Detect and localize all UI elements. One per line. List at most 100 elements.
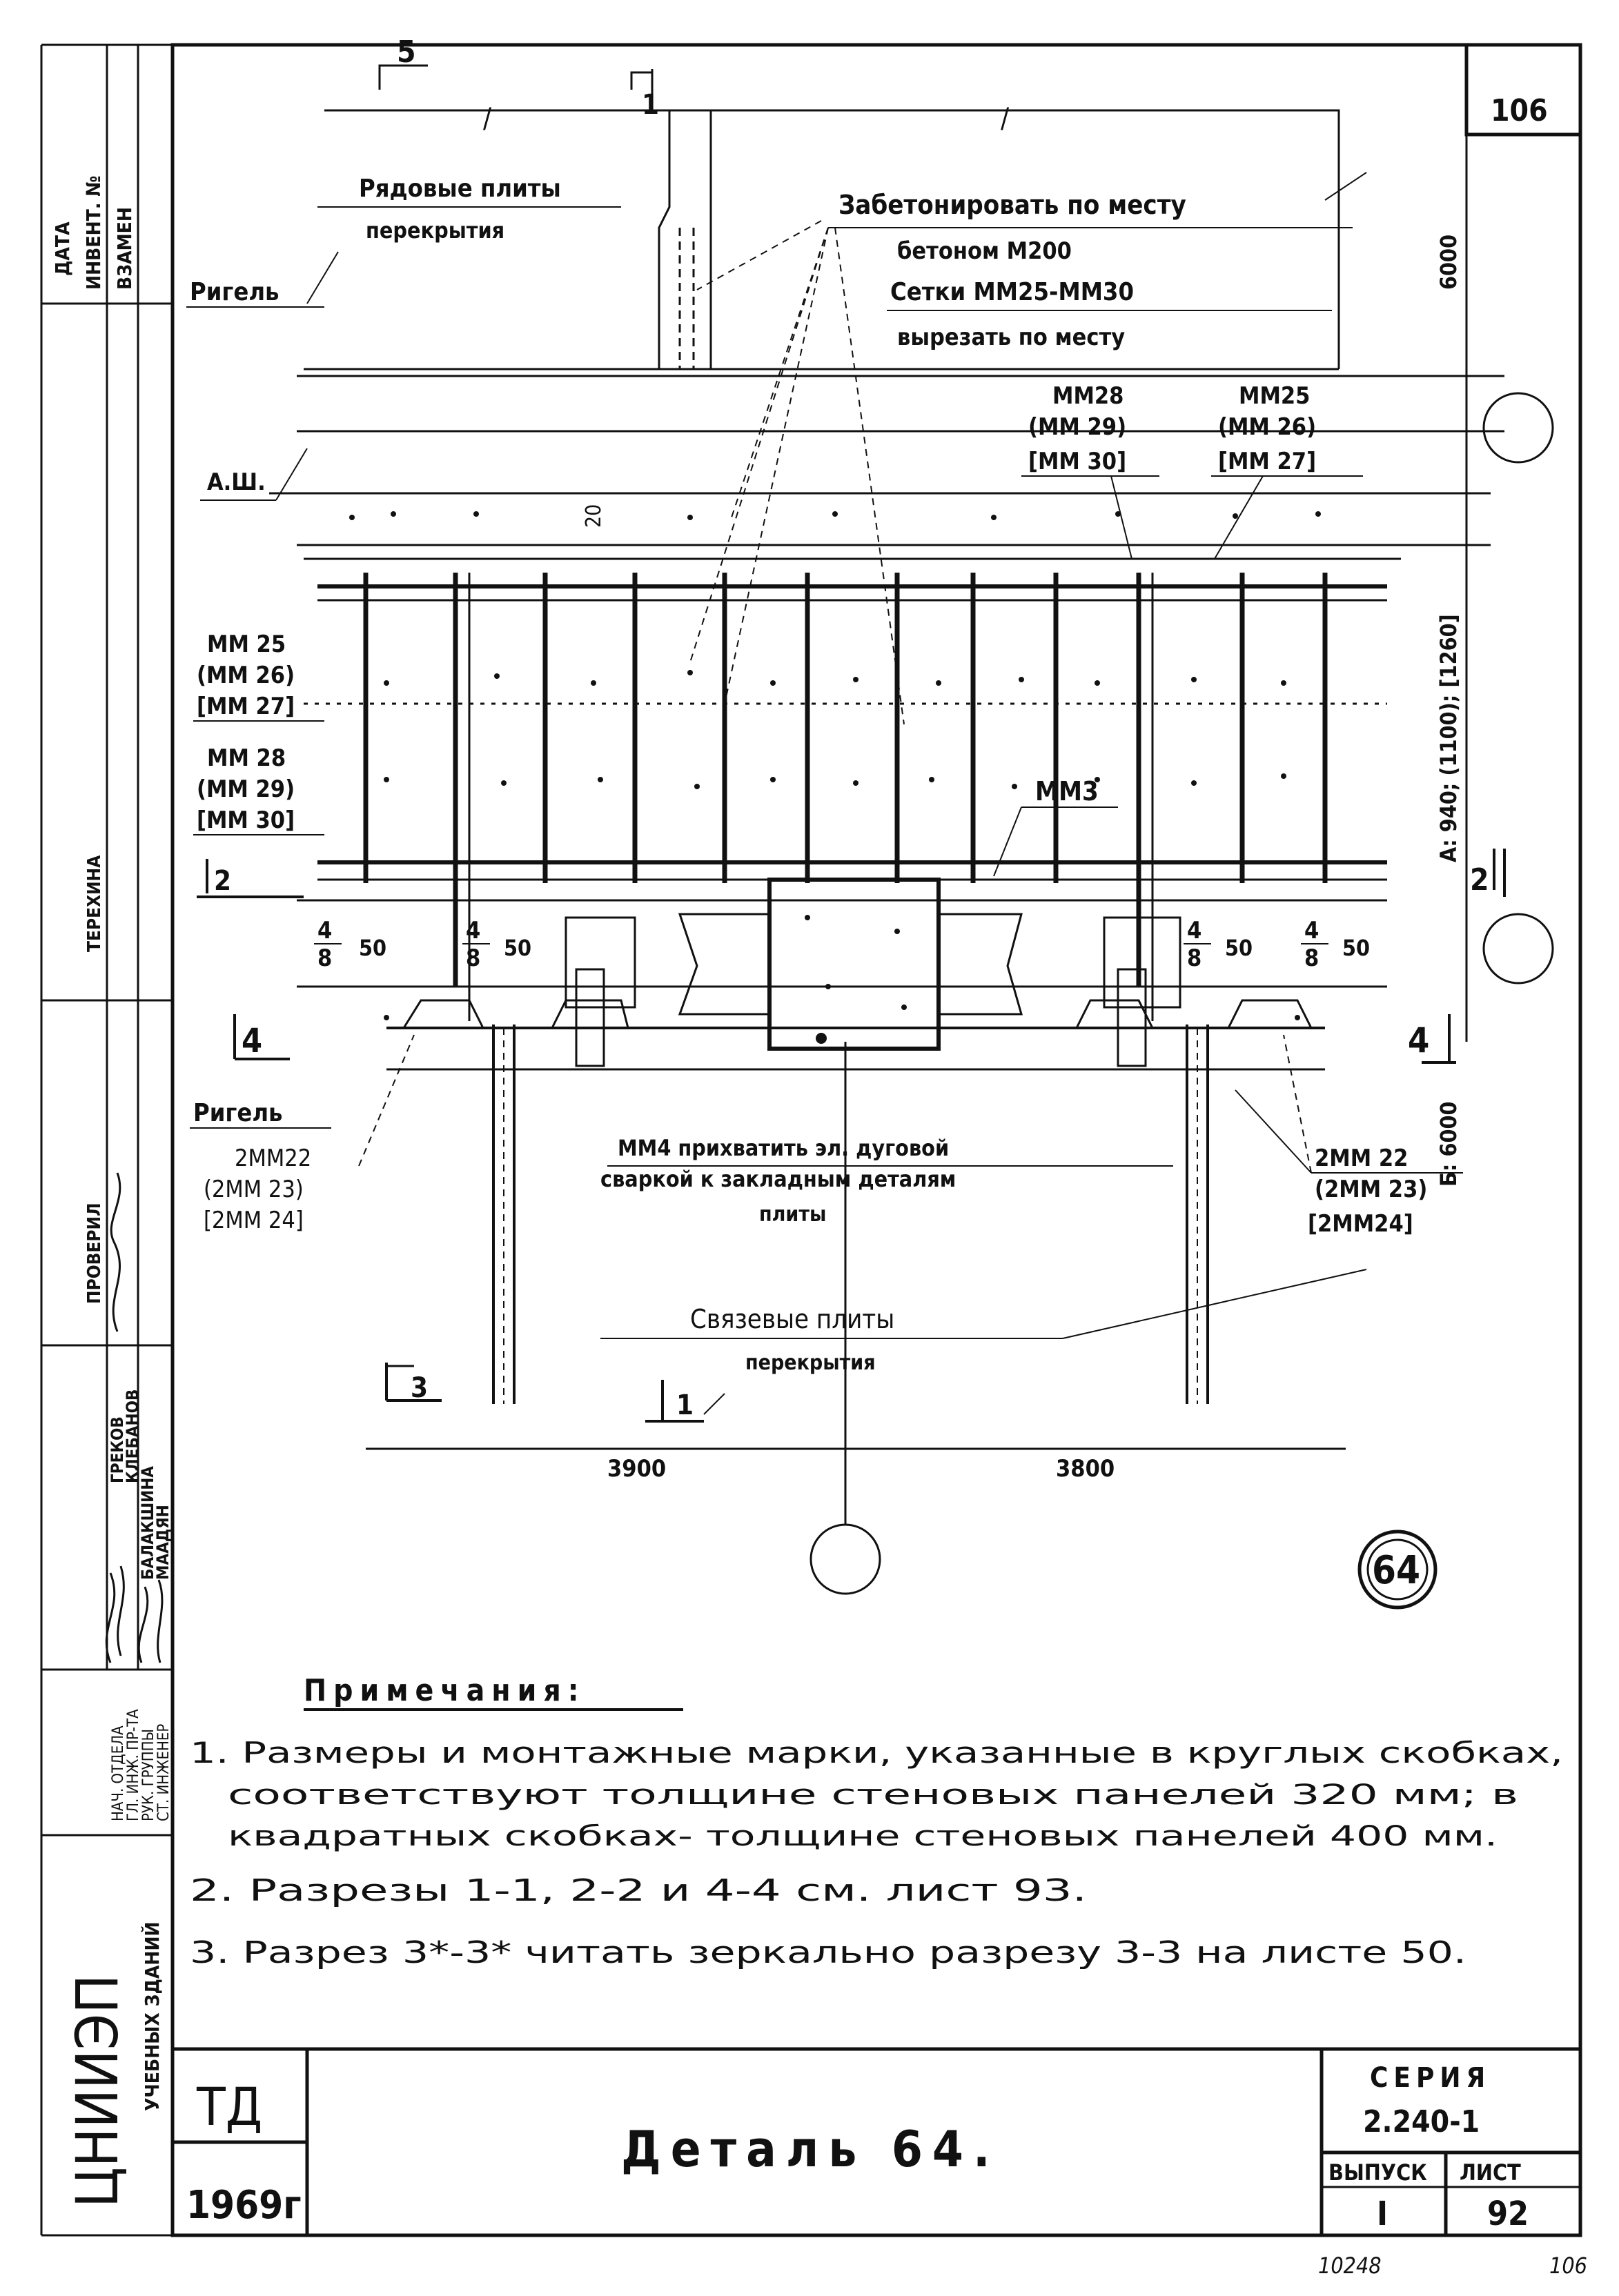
weld3-len: 50 bbox=[1225, 935, 1253, 961]
section-mark-4-right: 4 bbox=[1408, 1020, 1429, 1060]
note-2: 2. Разрезы 1-1, 2-2 и 4-4 см. лист 93. bbox=[190, 1873, 1087, 1908]
label-a-sh: А.Ш. bbox=[207, 468, 266, 496]
stamp-data: ДАТА bbox=[51, 221, 74, 276]
list-value: 92 bbox=[1487, 2195, 1529, 2233]
label-left-mm22-b: (2ММ 23) bbox=[204, 1176, 304, 1203]
section-mark-1b: 1 bbox=[676, 1389, 694, 1421]
sheet-id-top: 106 bbox=[1491, 93, 1548, 128]
weld1-len: 50 bbox=[359, 935, 386, 961]
top-slabs bbox=[269, 64, 1504, 560]
label-left-mm22-a: 2ММ22 bbox=[235, 1145, 311, 1172]
dim-20: 20 bbox=[582, 504, 606, 528]
left-binding-strip bbox=[40, 43, 173, 2237]
stamp-balakshina: БАЛАКШИНА bbox=[138, 1466, 157, 1580]
label-top-mm28-c: [ММ 30] bbox=[1028, 448, 1126, 475]
weld4-len: 50 bbox=[1342, 935, 1370, 961]
side-stamp: ДАТА ИНВЕНТ. № ВЗАМЕН ТЕРЕХИНА ПРОВЕРИЛ … bbox=[51, 176, 173, 2208]
label-mm4-3: плиты bbox=[759, 1203, 826, 1227]
title-year: 1969г bbox=[186, 2183, 302, 2228]
label-left-mm25-a: ММ 25 bbox=[207, 631, 286, 658]
drawing-title: Деталь 64. bbox=[621, 2120, 1000, 2178]
notes-block: Примечания: 1. Размеры и монтажные марки… bbox=[190, 1673, 1563, 1970]
label-left-mm22-c: [2ММ 24] bbox=[204, 1207, 304, 1234]
label-mm3: ММ3 bbox=[1035, 776, 1099, 806]
stamp-nach-otdela: НАЧ. ОТДЕЛА bbox=[110, 1725, 127, 1821]
stamp-terekhina: ТЕРЕХИНА bbox=[84, 855, 105, 952]
signatures bbox=[105, 1172, 164, 1663]
label-left-mm25-b: (ММ 26) bbox=[197, 662, 295, 689]
label-rigel-left: Ригель bbox=[193, 1099, 283, 1127]
note-1-line-3: квадратных скобках- толщине стеновых пан… bbox=[228, 1821, 1498, 1852]
label-top-mm25-c: [ММ 27] bbox=[1218, 448, 1316, 475]
label-svyaz-2: перекрытия bbox=[745, 1351, 876, 1375]
weld2-num: 4 bbox=[466, 917, 480, 944]
label-ryadovye-2: перекрытия bbox=[366, 217, 504, 244]
stamp-ruk-gruppy: РУК. ГРУППЫ bbox=[140, 1729, 157, 1821]
detail-number-badge: 64 bbox=[1357, 1530, 1438, 1610]
dim-a: А: 940; (1100); [1260] bbox=[1435, 614, 1462, 862]
weld1-num: 4 bbox=[317, 917, 332, 944]
weld2-den: 8 bbox=[466, 944, 480, 972]
concrete-hatch bbox=[349, 511, 1321, 1020]
weld4-den: 8 bbox=[1304, 944, 1319, 972]
weld3-num: 4 bbox=[1187, 917, 1201, 944]
right-labels: 6000 А: 940; (1100); [1260] 2 4 Б: 6000 … bbox=[1235, 135, 1554, 1238]
list-label: ЛИСТ bbox=[1460, 2159, 1521, 2186]
label-zabeton-2: бетоном М200 bbox=[897, 237, 1072, 265]
stamp-klebanov: КЛЕБАНОВ bbox=[123, 1389, 142, 1483]
label-top-mm25-b: (ММ 26) bbox=[1218, 413, 1316, 441]
title-td: ТД bbox=[196, 2076, 262, 2137]
label-svyaz-1: Связевые плиты bbox=[690, 1304, 894, 1334]
title-block bbox=[173, 2047, 1580, 2235]
label-zabeton-4: вырезать по месту bbox=[897, 324, 1125, 351]
label-top-mm25-a: ММ25 bbox=[1239, 382, 1310, 410]
top-labels: Рядовые плиты перекрытия Ригель Забетони… bbox=[186, 172, 1367, 725]
section-mark-2-right: 2 bbox=[1470, 862, 1489, 898]
label-mm4-2: сваркой к закладным деталям bbox=[600, 1166, 956, 1192]
section-mark-3: 3 bbox=[411, 1372, 428, 1404]
footer-right: 106 bbox=[1549, 2253, 1587, 2279]
stamp-inv: ИНВЕНТ. № bbox=[82, 176, 105, 290]
org-name-large: ЦНИИЭП bbox=[63, 1975, 131, 2208]
footer-left: 10248 bbox=[1318, 2253, 1382, 2279]
rebar-cage bbox=[297, 573, 1387, 1404]
dim-right-3800: 3800 bbox=[1056, 1455, 1115, 1483]
label-ryadovye-1: Рядовые плиты bbox=[359, 175, 561, 203]
stamp-gl-inzh: ГЛ. ИНЖ. ПР-ТА bbox=[125, 1709, 142, 1821]
weld3-den: 8 bbox=[1187, 944, 1201, 972]
stamp-proveril: ПРОВЕРИЛ bbox=[84, 1203, 105, 1304]
section-mark-2-left: 2 bbox=[214, 865, 231, 897]
dim-left-3900: 3900 bbox=[607, 1455, 666, 1483]
section-mark-5: 5 bbox=[397, 34, 416, 70]
seria-label: СЕРИЯ bbox=[1370, 2062, 1491, 2094]
weld2-len: 50 bbox=[504, 935, 531, 961]
note-1-line-2: соответствуют толщине стеновых панелей 3… bbox=[228, 1779, 1518, 1811]
detail-number: 64 bbox=[1372, 1548, 1420, 1593]
label-right-mm22-a: 2ММ 22 bbox=[1315, 1145, 1408, 1172]
section-mark-4-left: 4 bbox=[242, 1022, 262, 1060]
label-rigel-top: Ригель bbox=[190, 278, 279, 306]
dim-b: Б: 6000 bbox=[1435, 1101, 1462, 1187]
dim-6000-top: 6000 bbox=[1435, 235, 1462, 290]
label-left-mm28-c: [ММ 30] bbox=[197, 806, 295, 834]
org-name-small: УЧЕБНЫХ ЗДАНИЙ bbox=[140, 1921, 164, 2111]
label-left-mm28-b: (ММ 29) bbox=[197, 775, 295, 803]
vypusk-label: ВЫПУСК bbox=[1328, 2159, 1427, 2186]
weld1-den: 8 bbox=[317, 944, 332, 972]
center-labels: ММ3 ММ4 прихватить эл. дуговой сваркой к… bbox=[366, 776, 1367, 1595]
label-left-mm25-c: [ММ 27] bbox=[197, 693, 295, 720]
break-mark-right: / bbox=[1001, 103, 1010, 135]
weld-symbols: 4 8 50 4 8 50 4 8 50 4 8 50 bbox=[314, 917, 1370, 972]
stamp-grekov: ГРЕКОВ bbox=[108, 1416, 127, 1483]
label-left-mm28-a: ММ 28 bbox=[207, 744, 286, 772]
notes-title: Примечания: bbox=[304, 1673, 586, 1708]
section-mark-1: 1 bbox=[642, 89, 659, 121]
sheet-frame bbox=[170, 43, 1582, 2237]
label-mm4-1: ММ4 прихватить эл. дуговой bbox=[618, 1135, 949, 1161]
label-right-mm22-c: [2ММ24] bbox=[1308, 1210, 1413, 1238]
label-top-mm28-a: ММ28 bbox=[1052, 382, 1124, 410]
stamp-vzamen: ВЗАМЕН bbox=[113, 207, 136, 290]
label-top-mm28-b: (ММ 29) bbox=[1028, 413, 1126, 441]
weld4-num: 4 bbox=[1304, 917, 1319, 944]
note-3: 3. Разрез 3*-3* читать зеркально разрезу… bbox=[190, 1935, 1466, 1970]
